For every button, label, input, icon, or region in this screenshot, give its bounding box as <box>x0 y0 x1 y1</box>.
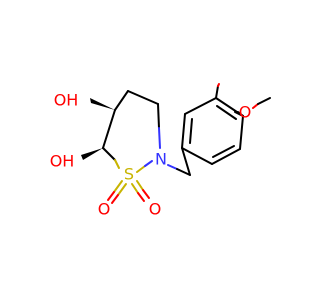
bond-s-o-right-a <box>131 183 139 194</box>
atom-hydroxyl-top: OH <box>54 91 79 110</box>
atom-oxo-right: O <box>149 200 162 219</box>
atom-methoxy-oxygen: O <box>239 103 252 122</box>
bond-ar1-ar2-inner <box>189 118 193 144</box>
bond-s-o-right-b <box>136 180 144 191</box>
bond-n-ch2 <box>176 168 191 176</box>
bond-c6-n-blue <box>158 127 161 149</box>
wedge-c4-oh <box>90 98 115 110</box>
bond-c6-n <box>157 103 160 129</box>
bond-c4-c3 <box>102 109 116 149</box>
bond-ar3-ar4-inner <box>216 105 237 120</box>
bond-s-o-left-a-red <box>107 191 115 201</box>
bond-ar5-ar6 <box>211 148 241 165</box>
bond-ar4-o-b <box>215 85 219 99</box>
bond-ar1-ar2 <box>181 113 186 149</box>
molecule-structure: OH OH S N O O O <box>50 83 271 219</box>
bond-ar5-ar6-inner <box>212 145 235 158</box>
bond-c4-c5 <box>114 90 129 111</box>
bond-ar2-ar3 <box>184 97 217 115</box>
atom-hydroxyl-bottom: OH <box>50 152 75 171</box>
bond-c5-c6 <box>127 90 159 105</box>
bond-c3-s <box>102 147 116 161</box>
bond-o-me <box>257 97 271 105</box>
bond-ar4-ar5 <box>239 115 244 150</box>
bond-s-n-gold <box>136 165 146 173</box>
atom-oxo-left: O <box>98 200 111 219</box>
bond-o-me-red <box>252 103 259 109</box>
bond-s-o-left-a <box>113 180 123 193</box>
atom-nitrogen: N <box>155 150 167 169</box>
bond-ar-o-red <box>217 83 220 87</box>
bond-s-o-right-b-red <box>142 189 150 199</box>
bond-ch2-aryl <box>181 147 191 176</box>
bond-ar-o-main <box>237 111 244 117</box>
bond-s-o-right-a-red <box>137 192 145 202</box>
bond-s-o-left-b <box>117 183 127 196</box>
bond-n-ch2-blue <box>167 164 178 170</box>
bond-s-n-blue <box>144 160 153 167</box>
wedge-c3-oh <box>81 148 103 160</box>
bond-ar6-ar1 <box>181 147 213 165</box>
atom-sulfur: S <box>124 165 134 184</box>
bond-c3-s-gold <box>114 159 120 169</box>
bond-s-o-left-b-red <box>111 194 119 204</box>
